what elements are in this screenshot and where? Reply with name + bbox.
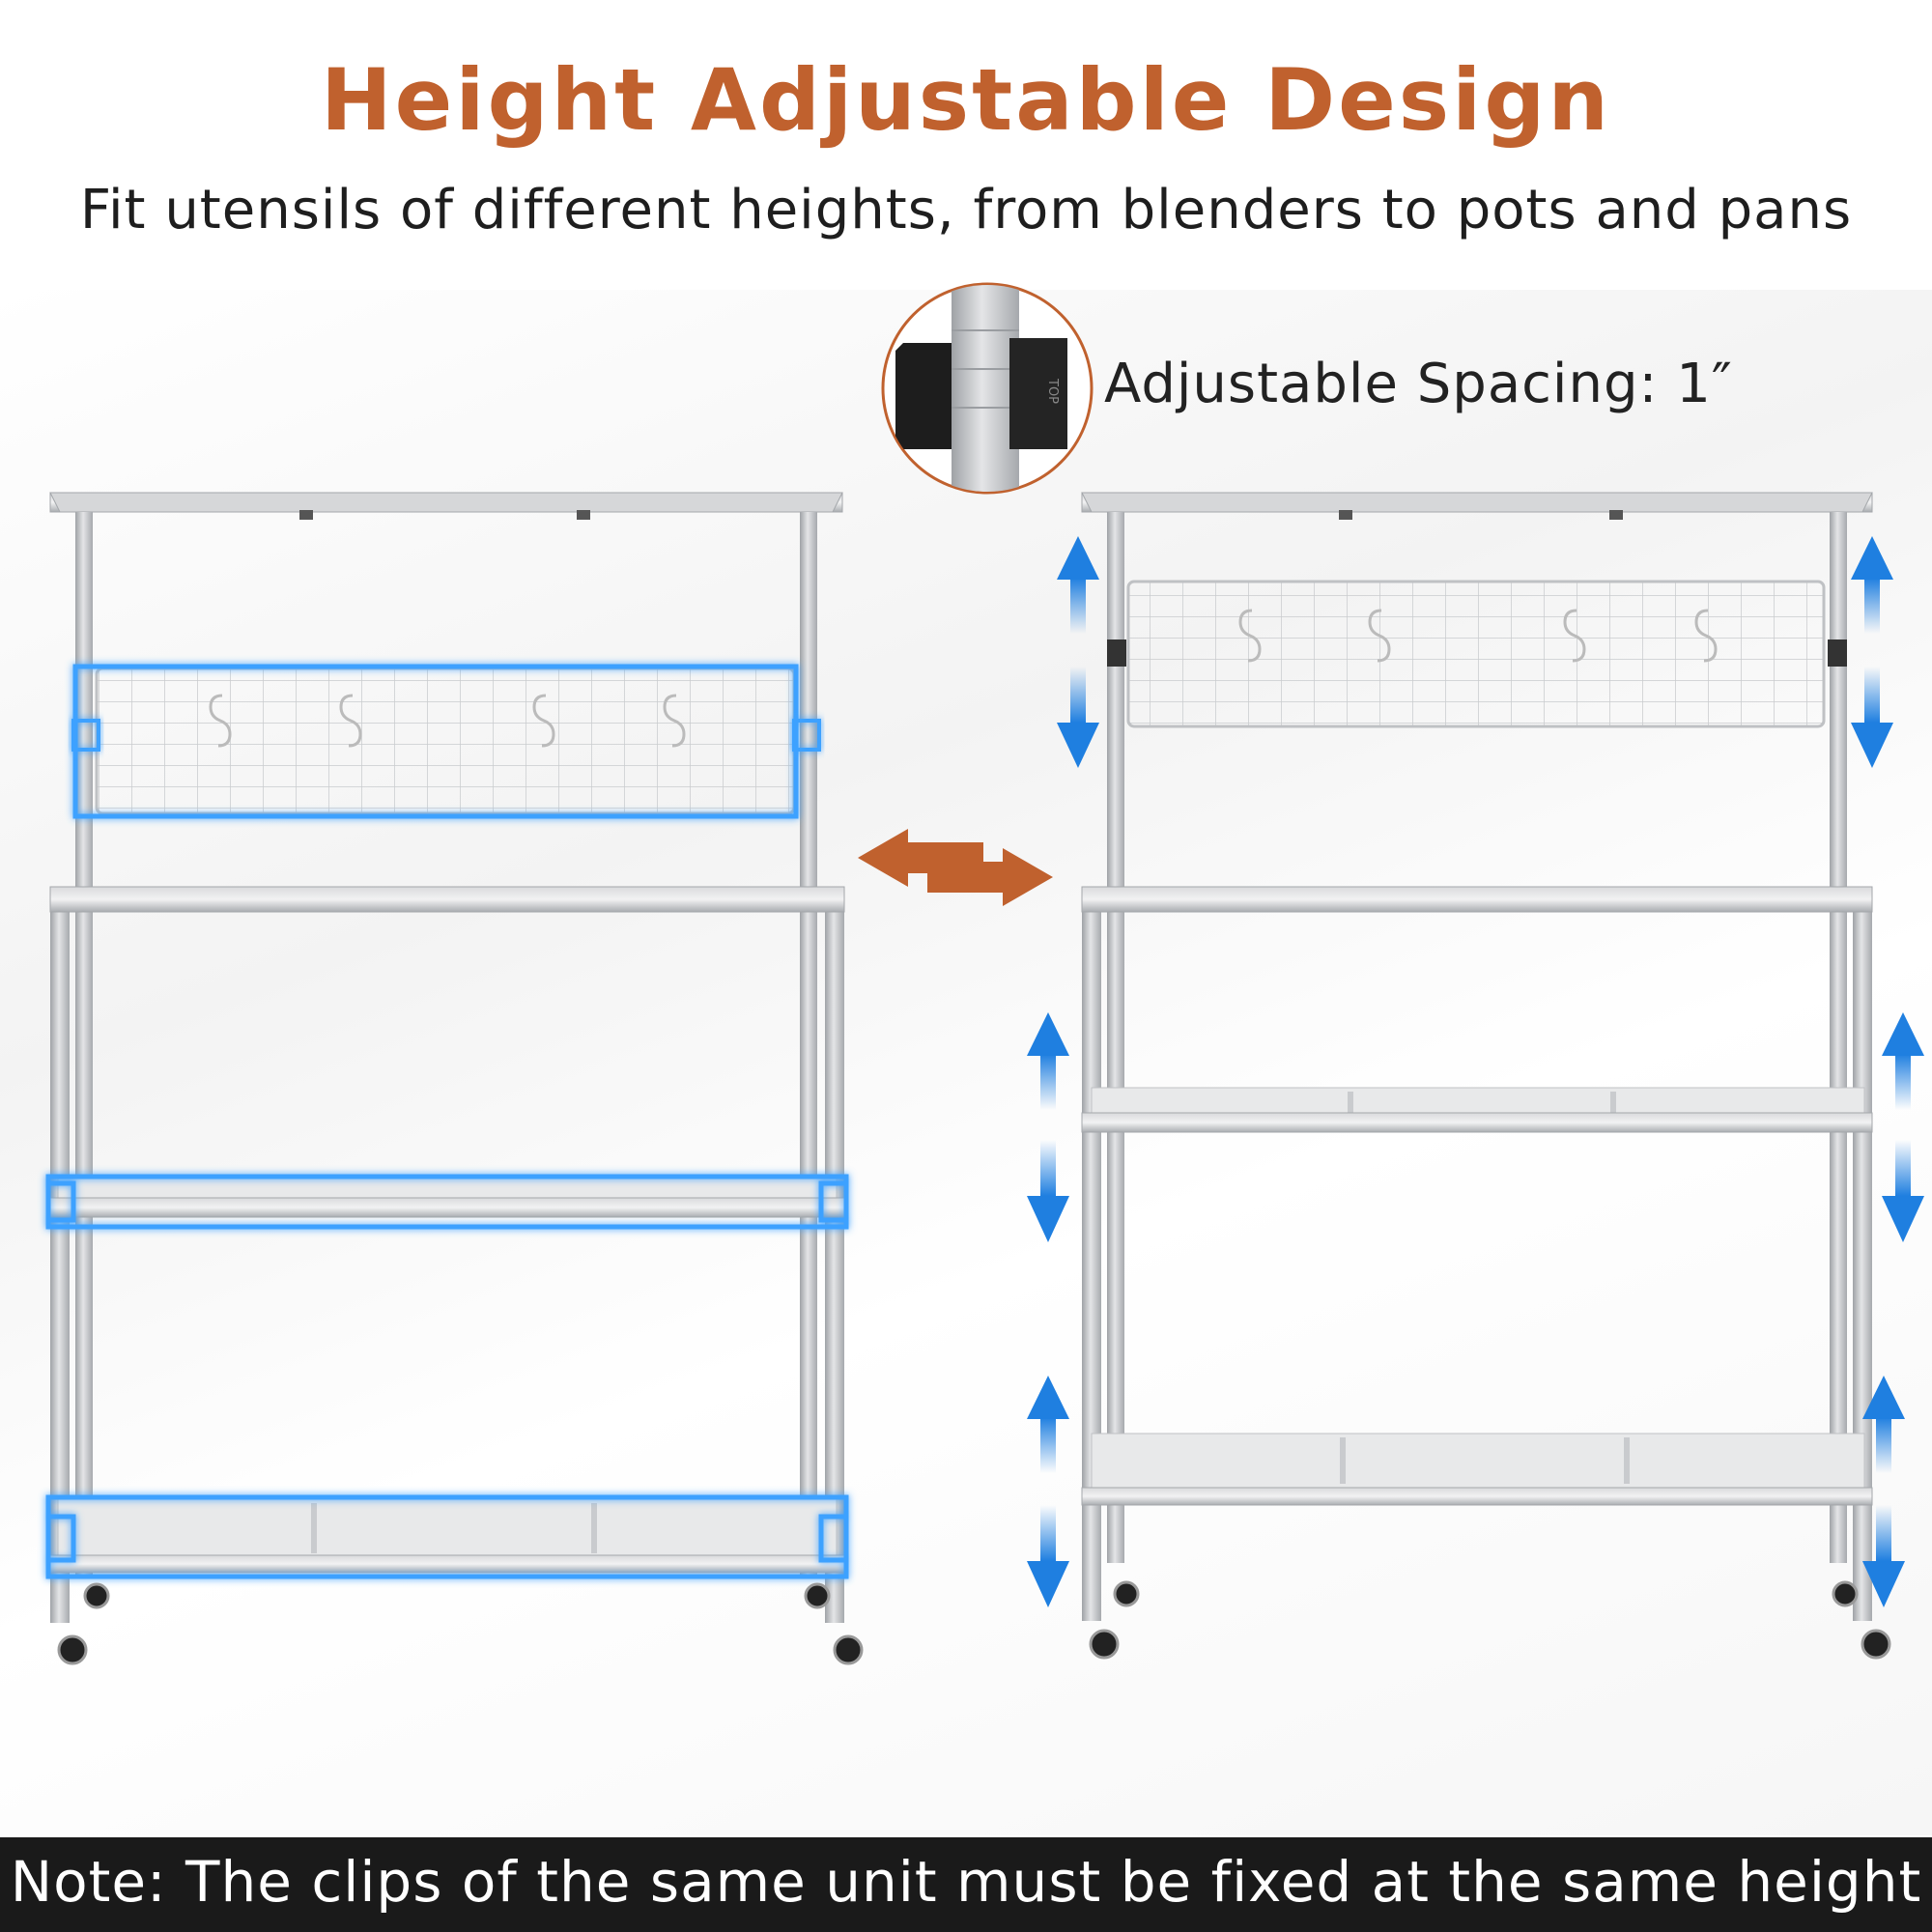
left-middle-shelf bbox=[49, 886, 845, 913]
right-rack bbox=[1081, 492, 1891, 1660]
left-lower-post-r2 bbox=[800, 887, 817, 1575]
right-s-hooks bbox=[1238, 609, 1718, 663]
left-upper-post-l bbox=[75, 512, 93, 889]
right-lower-post-l1 bbox=[1082, 887, 1101, 1621]
adjust-arrow-lower-left bbox=[1027, 1376, 1069, 1607]
right-upper-post-l bbox=[1107, 512, 1124, 889]
double-arrow-vertical-icon bbox=[1027, 536, 1924, 1607]
left-grid-panel bbox=[95, 667, 796, 815]
right-lower-post-r2 bbox=[1830, 887, 1847, 1563]
left-s-hooks bbox=[209, 694, 686, 748]
left-third-shelf bbox=[49, 1176, 845, 1218]
shelf-clip-icon: TOP bbox=[881, 282, 1094, 495]
left-lower-post-l2 bbox=[75, 887, 93, 1575]
note-bar bbox=[0, 1837, 1932, 1932]
adjust-arrow-upper-left bbox=[1057, 536, 1099, 768]
left-bottom-shelf-highlight bbox=[45, 1494, 849, 1579]
right-casters bbox=[1089, 1580, 1891, 1660]
left-rack bbox=[45, 492, 864, 1665]
adjust-arrow-lower-right bbox=[1862, 1376, 1905, 1607]
left-casters bbox=[57, 1582, 864, 1665]
right-lower-post-r1 bbox=[1853, 887, 1872, 1621]
left-third-shelf-highlight bbox=[45, 1174, 849, 1230]
swap-arrows-icon bbox=[858, 829, 1053, 906]
product-illustration: TOP bbox=[45, 282, 1924, 1665]
left-bottom-shelf bbox=[49, 1498, 845, 1574]
note-text: Note: The clips of the same unit must be… bbox=[10, 1849, 1922, 1915]
right-lower-post-l2 bbox=[1107, 887, 1124, 1563]
adjustable-spacing-label: Adjustable Spacing: 1″ bbox=[1104, 353, 1733, 415]
left-lower-post-r1 bbox=[825, 887, 844, 1623]
right-middle-shelf bbox=[1081, 886, 1873, 913]
clip-marking: TOP bbox=[1045, 378, 1060, 404]
right-upper-post-r bbox=[1830, 512, 1847, 889]
right-bottom-shelf bbox=[1081, 1433, 1873, 1506]
left-upper-post-r bbox=[800, 512, 817, 889]
page-title: Height Adjustable Design bbox=[321, 50, 1611, 150]
adjust-arrow-middle-left bbox=[1027, 1012, 1069, 1242]
adjust-arrow-upper-right bbox=[1851, 536, 1893, 768]
left-lower-post-l1 bbox=[50, 887, 70, 1623]
right-third-shelf bbox=[1081, 1087, 1873, 1133]
page-subtitle: Fit utensils of different heights, from … bbox=[79, 179, 1853, 242]
adjust-arrow-middle-right bbox=[1882, 1012, 1924, 1242]
right-grid-panel bbox=[1126, 580, 1826, 728]
